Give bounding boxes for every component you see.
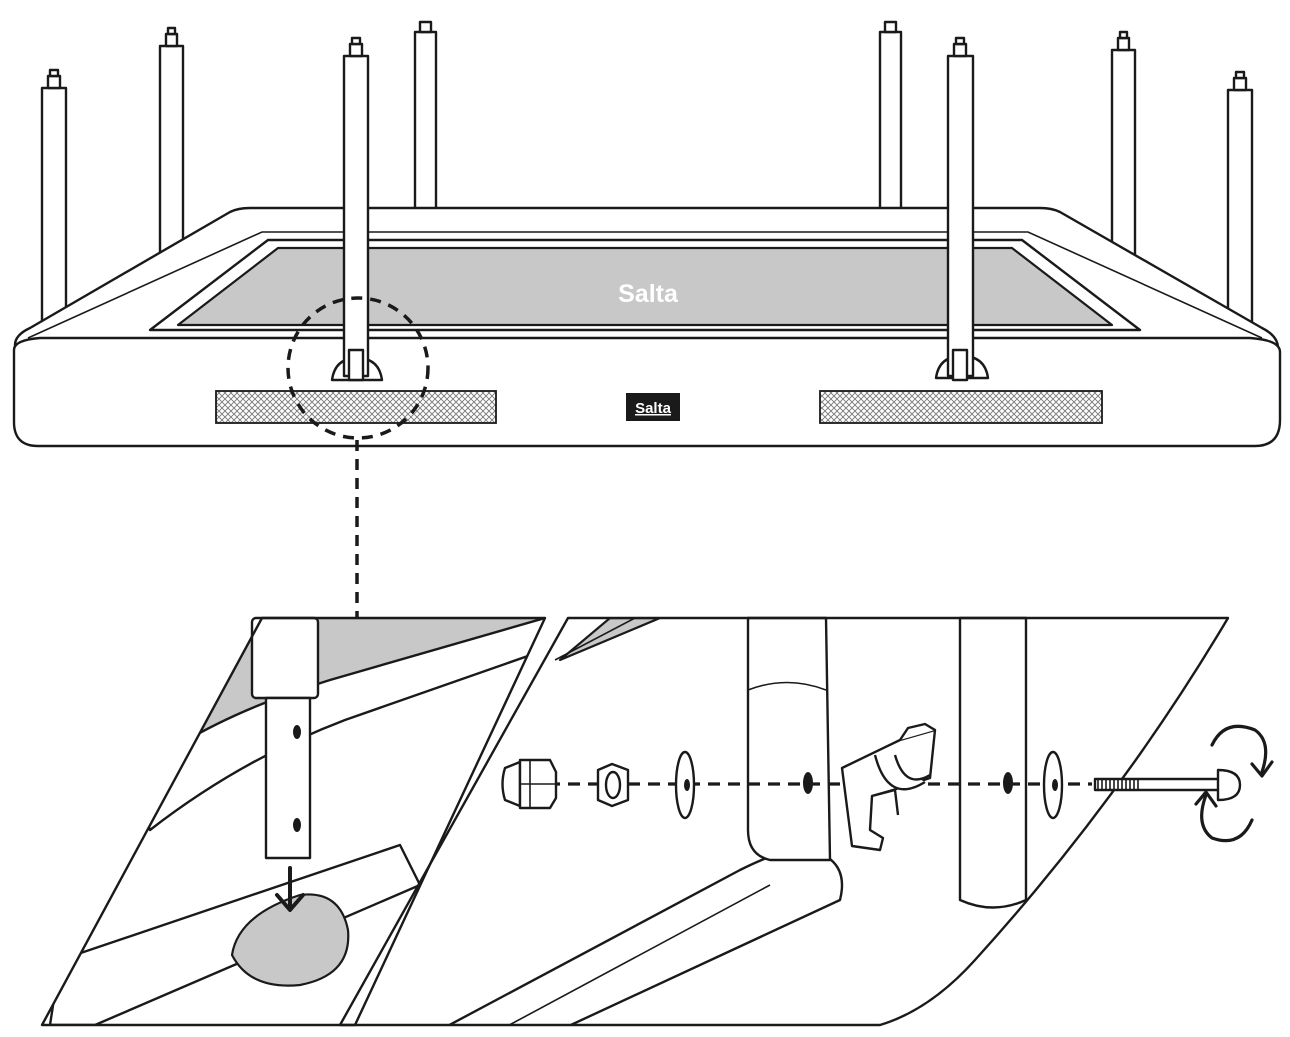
- pole: [40, 68, 68, 340]
- enclosure-pole: [958, 616, 1028, 909]
- rotate-arrows-icon: [1194, 724, 1274, 843]
- front-pole-left: [342, 36, 370, 382]
- pole: [1226, 70, 1254, 342]
- trampoline-illustration: Salta Salta: [12, 20, 1282, 618]
- svg-text:Salta: Salta: [635, 400, 672, 417]
- bolt: [1093, 768, 1242, 802]
- bolt-assembly-detail: [338, 616, 1274, 1027]
- pole: [878, 20, 903, 212]
- pole-clamp-bracket: [840, 722, 937, 852]
- upright-tube: [746, 616, 832, 862]
- detail-callout-circle: [286, 296, 430, 440]
- pole: [413, 20, 438, 212]
- skirt-logo: Salta: [626, 393, 680, 421]
- mat-logo: Salta: [618, 280, 679, 308]
- pole: [1110, 30, 1137, 262]
- washer: [1042, 750, 1064, 820]
- pole: [158, 26, 185, 258]
- mesh-panel-left: [215, 390, 497, 424]
- washer: [674, 750, 696, 820]
- cap-nut: [501, 758, 558, 810]
- mesh-panel-right: [819, 390, 1103, 424]
- arrow-down-icon: [275, 866, 305, 912]
- lock-nut: [596, 762, 630, 808]
- jump-mat: [176, 246, 1114, 327]
- front-pole-right: [946, 36, 975, 382]
- pole-insertion-detail: [40, 616, 547, 1027]
